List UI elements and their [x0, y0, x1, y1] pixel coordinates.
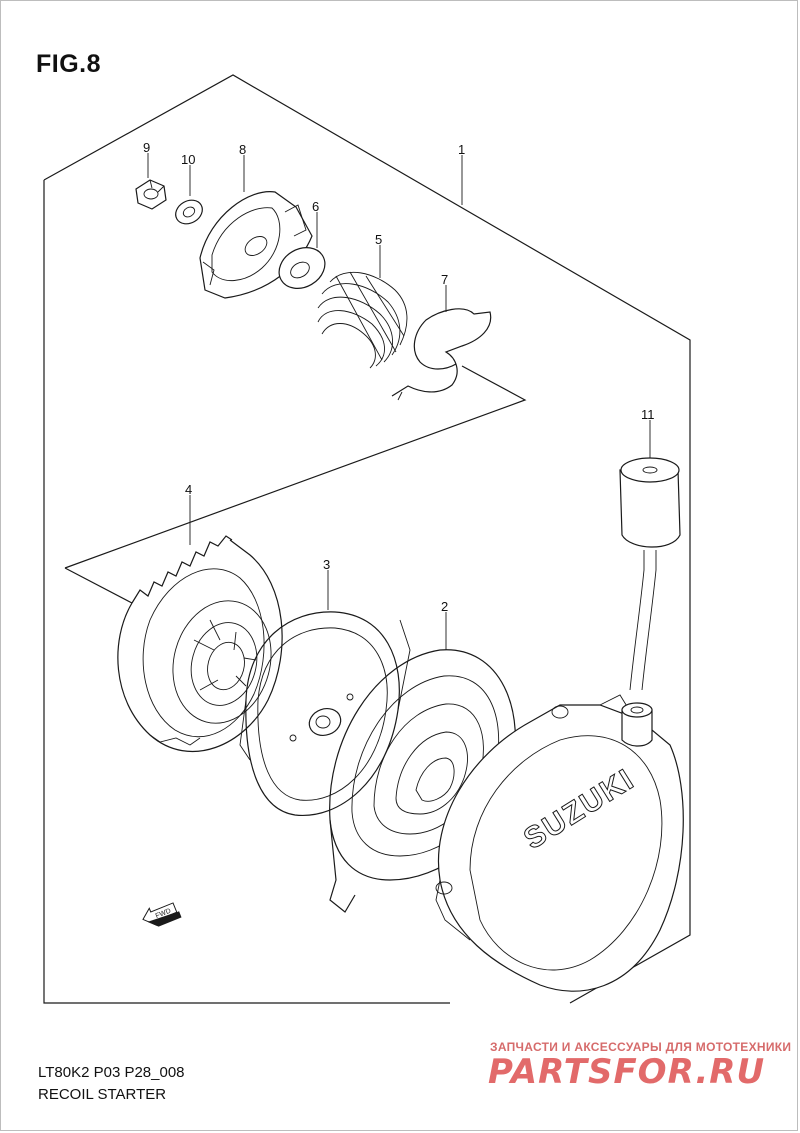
- reel-part-3: [239, 611, 411, 816]
- callout-6: 6: [312, 199, 319, 214]
- callout-9: 9: [143, 140, 150, 155]
- handle-part-11: [619, 457, 681, 691]
- reel-part-4: [117, 535, 283, 753]
- callout-5: 5: [375, 232, 382, 247]
- callout-1: 1: [458, 142, 465, 157]
- assembly-outline: [43, 74, 691, 1004]
- spring-part-5: [317, 271, 408, 369]
- washer-part-6: [278, 247, 326, 289]
- callout-10: 10: [181, 152, 195, 167]
- nut-part-9: [135, 179, 167, 210]
- callout-3: 3: [323, 557, 330, 572]
- callout-4: 4: [185, 482, 192, 497]
- callout-8: 8: [239, 142, 246, 157]
- section-name: RECOIL STARTER: [38, 1086, 167, 1103]
- callout-2: 2: [441, 599, 448, 614]
- washer-part-10: [175, 199, 203, 225]
- wire-spring-part-7: [391, 308, 492, 401]
- callout-11: 11: [641, 407, 655, 422]
- callout-leaders: [147, 153, 651, 650]
- section-divider-2: [64, 567, 133, 604]
- figure-title: FIG.8: [36, 50, 102, 78]
- callout-7: 7: [441, 272, 448, 287]
- fwd-arrow-icon: FWD: [142, 902, 182, 927]
- watermark-tagline: ЗАПЧАСТИ И АКСЕССУАРЫ ДЛЯ МОТОТЕХНИКИ: [490, 1040, 792, 1054]
- section-divider: [64, 365, 527, 569]
- watermark-logo: PARTSFOR.RU: [488, 1052, 766, 1092]
- model-code: LT80K2 P03 P28_008: [38, 1064, 185, 1081]
- starter-housing: SUZUKI: [435, 694, 684, 992]
